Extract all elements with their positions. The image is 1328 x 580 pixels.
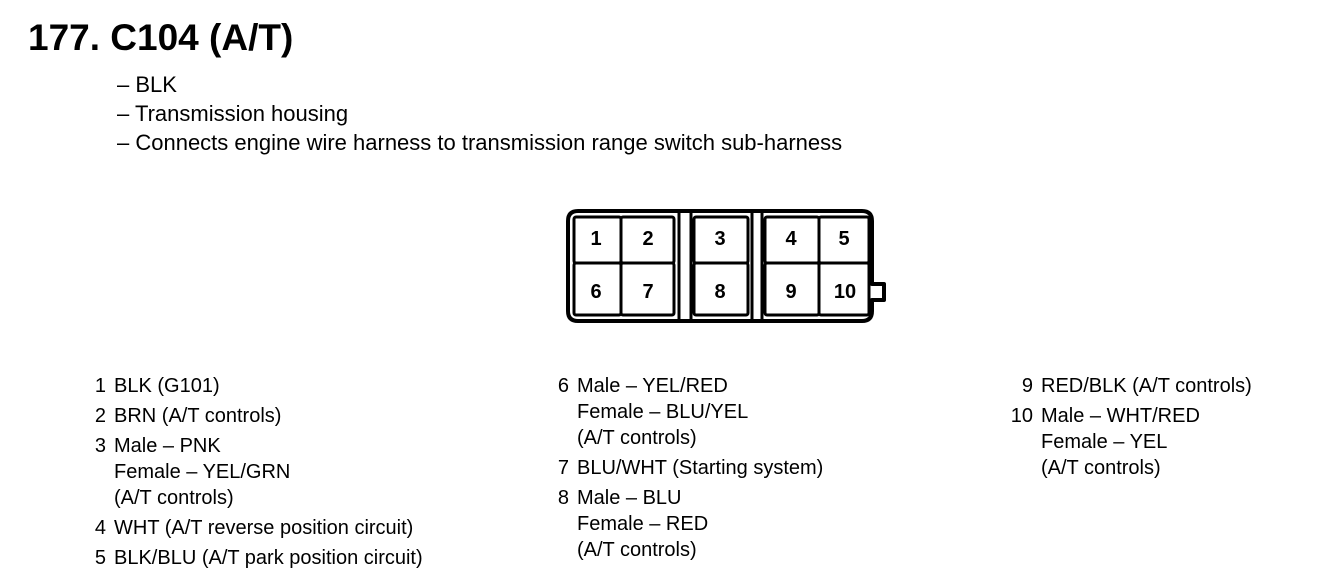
pin-label: 8 [714, 281, 725, 303]
pin-wire: Female – RED [577, 513, 709, 535]
pin-label: 9 [785, 281, 796, 303]
pin-entry: 3 Male – PNK Female – YEL/GRN (A/T contr… [78, 433, 423, 511]
pin-entry: 2 BRN (A/T controls) [78, 403, 423, 429]
pin-list-column-2: 6 Male – YEL/RED Female – BLU/YEL (A/T c… [541, 373, 823, 567]
pin-wire: WHT (A/T reverse position circuit) [114, 517, 414, 539]
pin-wire: BRN (A/T controls) [114, 405, 282, 427]
pin-wire: (A/T controls) [1041, 457, 1161, 479]
pin-wire: BLK/BLU (A/T park position circuit) [114, 547, 423, 569]
pin-entry: 9 RED/BLK (A/T controls) [1005, 373, 1252, 399]
pin-label: 4 [785, 228, 797, 250]
connector-description: – BLK – Transmission housing – Connects … [117, 70, 842, 157]
pin-number: 2 [94, 405, 106, 427]
pin-entry: 4 WHT (A/T reverse position circuit) [78, 515, 423, 541]
pin-number: 3 [94, 435, 106, 457]
pin-entry: 5 BLK/BLU (A/T park position circuit) [78, 545, 423, 571]
pin-entry: 6 Male – YEL/RED Female – BLU/YEL (A/T c… [541, 373, 823, 451]
pin-wire: Female – YEL/GRN [114, 461, 291, 483]
pin-wire: BLU/WHT (Starting system) [577, 457, 824, 479]
pin-entry: 7 BLU/WHT (Starting system) [541, 455, 823, 481]
pin-cavity [692, 261, 750, 317]
pin-wire: (A/T controls) [114, 487, 234, 509]
pin-number: 1 [94, 375, 106, 397]
pin-wire: (A/T controls) [577, 427, 697, 449]
pin-wire: Male – YEL/RED [577, 375, 728, 397]
pin-number: 10 [1010, 405, 1033, 427]
pin-entry: 1 BLK (G101) [78, 373, 423, 399]
pin-wire: Male – WHT/RED [1041, 405, 1200, 427]
pin-wire: Female – YEL [1041, 431, 1168, 453]
pin-label: 10 [834, 281, 856, 303]
pin-number: 4 [94, 517, 106, 539]
pin-number: 8 [557, 487, 569, 509]
pin-wire: Male – BLU [577, 487, 682, 509]
pin-cavity [817, 261, 871, 317]
pin-number: 6 [557, 375, 569, 397]
connector-housing [566, 209, 886, 323]
pin-wire: BLK (G101) [114, 375, 220, 397]
pin-entry: 8 Male – BLU Female – RED (A/T controls) [541, 485, 823, 563]
pin-wire: Female – BLU/YEL [577, 401, 749, 423]
pin-cavity [619, 261, 676, 317]
description-function: – Connects engine wire harness to transm… [117, 130, 843, 155]
pin-label: 3 [714, 228, 725, 250]
pin-wire: Male – PNK [114, 435, 221, 457]
pin-number: 9 [1021, 375, 1033, 397]
pin-label: 6 [590, 281, 601, 303]
pin-label: 2 [642, 228, 653, 250]
description-location: – Transmission housing [117, 101, 349, 126]
page-title: 177. C104 (A/T) [28, 17, 294, 58]
pin-wire: (A/T controls) [577, 539, 697, 561]
pin-label: 7 [642, 281, 653, 303]
pin-list-column-1: 1 BLK (G101) 2 BRN (A/T controls) 3 Male… [78, 373, 423, 575]
connector-diagram: 1 2 3 4 5 6 7 8 9 10 [566, 209, 886, 323]
pin-number: 5 [94, 547, 106, 569]
pin-number: 7 [557, 457, 569, 479]
pin-label: 5 [838, 228, 849, 250]
pin-wire: RED/BLK (A/T controls) [1041, 375, 1252, 397]
pin-list-column-3: 9 RED/BLK (A/T controls) 10 Male – WHT/R… [1005, 373, 1252, 485]
description-color: – BLK [117, 72, 177, 97]
pin-entry: 10 Male – WHT/RED Female – YEL (A/T cont… [1005, 403, 1252, 481]
pin-label: 1 [590, 228, 601, 250]
